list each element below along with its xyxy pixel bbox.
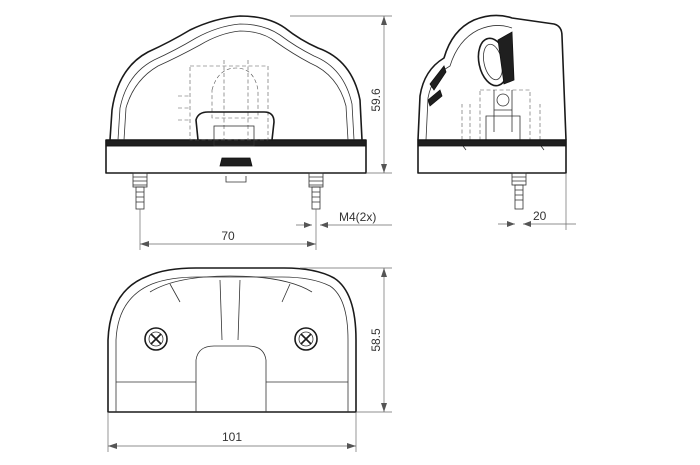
stud-left <box>132 172 148 210</box>
stud-right <box>308 172 324 210</box>
dim-label-height-front: 59.6 <box>369 88 383 112</box>
dim-label-height-bottom: 58.5 <box>369 328 383 352</box>
dim-label-thread: M4(2x) <box>339 210 376 224</box>
side-view <box>417 14 567 210</box>
dim-label-depth-side: 20 <box>533 209 547 223</box>
dim-label-width-bottom: 101 <box>222 430 242 444</box>
dim-stud-spacing: 70 <box>139 209 317 250</box>
dim-height-bottom: 58.5 <box>300 267 392 413</box>
screw-right <box>294 327 318 351</box>
dim-thread: M4(2x) <box>296 210 392 228</box>
front-view <box>105 15 367 210</box>
dim-height-front: 59.6 <box>290 15 392 174</box>
bottom-outline <box>107 267 357 413</box>
dim-depth-side: 20 <box>498 173 576 230</box>
screw-left <box>144 327 168 351</box>
dim-width-bottom: 101 <box>107 412 357 452</box>
side-outline <box>417 14 567 141</box>
front-hood-outer <box>109 15 363 141</box>
dim-label-stud-spacing: 70 <box>221 229 235 243</box>
bottom-view <box>107 267 357 413</box>
